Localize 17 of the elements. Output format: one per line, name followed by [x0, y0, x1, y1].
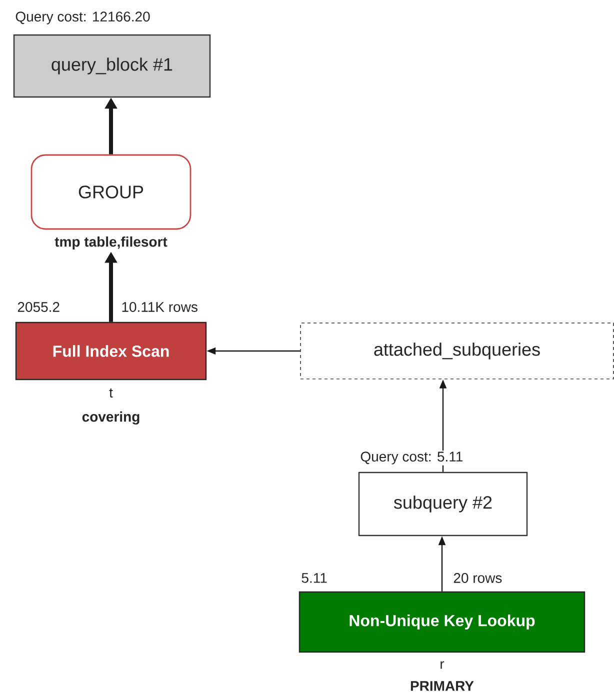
- node-caption: 2055.2: [16, 301, 62, 313]
- node-caption: Query cost: 5.11: [359, 450, 464, 466]
- node-caption: 5.11: [300, 572, 328, 584]
- node-caption: t: [108, 387, 114, 399]
- node-caption: tmp table,filesort: [54, 235, 168, 251]
- query-block-box: query_block #1: [13, 34, 211, 98]
- node-caption: PRIMARY: [408, 680, 476, 692]
- node-caption: covering: [80, 410, 142, 426]
- node-caption: r: [438, 660, 446, 670]
- access-box: Non-Unique Key Lookup: [298, 591, 586, 653]
- edge-label: 20 rows: [452, 572, 504, 584]
- edge-label: 10.11K rows: [120, 301, 199, 313]
- subqueries-box: attached_subqueries: [300, 322, 614, 380]
- access-box: Full Index Scan: [15, 322, 207, 380]
- subquery-box: subquery #2: [358, 472, 528, 536]
- node-caption: Query cost: 12166.20: [14, 10, 152, 26]
- operation-box: GROUP: [30, 154, 192, 230]
